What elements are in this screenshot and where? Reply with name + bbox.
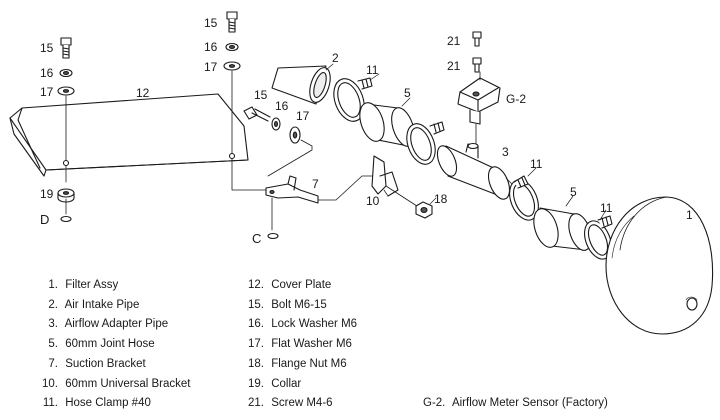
legend-item: 19. Collar: [246, 375, 357, 395]
hose-clamp-4: [584, 215, 613, 260]
leader-lines: [325, 63, 607, 221]
air-intake-pipe: [271, 65, 331, 105]
legend-item-text: Screw M4-6: [271, 397, 333, 410]
legend-item-text: Air Intake Pipe: [64, 298, 140, 311]
legend-item: 1. Filter Assy: [40, 276, 190, 296]
legend-item: 10. 60mm Universal Bracket: [40, 375, 190, 395]
legend-item-number: 21.: [248, 397, 264, 410]
parts-legend-column-3: G-2. Airflow Meter Sensor (Factory): [423, 394, 608, 414]
center-fastener-stack: [223, 11, 277, 191]
callout-2: 2: [332, 51, 339, 65]
legend-item-number: 11.: [42, 397, 58, 410]
legend-item-text: 60mm Joint Hose: [65, 338, 155, 351]
legend-item: 16. Lock Washer M6: [246, 315, 357, 335]
legend-item-text: Hose Clamp #40: [65, 397, 151, 410]
legend-item: 21. Screw M4-6: [246, 394, 357, 414]
callout-1: 1: [686, 208, 693, 222]
callout-7: 7: [312, 177, 319, 191]
callout-10: 10: [366, 194, 380, 208]
filter-assy: [605, 196, 714, 335]
legend-item-text: 60mm Universal Bracket: [65, 377, 191, 390]
callout-16-bracket: 16: [275, 99, 289, 113]
callout-labels: 15 16 17 19 D 12 15 16 17 15 16 17 2 11 …: [40, 16, 693, 246]
legend-item-text: Bolt M6-15: [271, 298, 327, 311]
legend-item-text: Airflow Meter Sensor (Factory): [451, 397, 608, 409]
callout-19: 19: [40, 187, 54, 201]
legend-item-number: 1.: [48, 279, 58, 291]
legend-item: 17. Flat Washer M6: [246, 335, 357, 355]
callout-11-second: 11: [530, 157, 543, 171]
legend-item: G-2. Airflow Meter Sensor (Factory): [423, 394, 608, 414]
callout-18: 18: [434, 192, 448, 206]
universal-bracket: [371, 155, 433, 219]
callout-15-center: 15: [204, 16, 218, 30]
legend-item-number: 12.: [248, 279, 264, 291]
callout-21-bottom: 21: [447, 59, 461, 73]
legend-item: 7. Suction Bracket: [40, 355, 190, 375]
legend-item-text: Lock Washer M6: [271, 318, 358, 331]
callout-C: C: [252, 231, 261, 246]
legend-item: 12. Cover Plate: [246, 276, 357, 296]
legend-item-text: Flange Nut M6: [271, 357, 347, 370]
callout-11-first: 11: [366, 63, 379, 77]
cover-plate: [9, 93, 249, 177]
suction-bracket: [265, 175, 381, 240]
legend-item-number: 5.: [48, 338, 58, 351]
airflow-adapter-pipe: [436, 142, 511, 200]
legend-item: 5. 60mm Joint Hose: [40, 335, 190, 355]
callout-G2: G-2: [506, 92, 526, 106]
callout-17-bracket: 17: [296, 109, 310, 123]
legend-item-number: 18.: [248, 357, 264, 370]
hose-clamp-2: [406, 121, 445, 165]
legend-item-number: 15.: [248, 298, 264, 311]
legend-item: 2. Air Intake Pipe: [40, 296, 190, 316]
bracket-fastener-stack: [243, 106, 313, 177]
callout-12: 12: [136, 86, 150, 100]
legend-item: 15. Bolt M6-15: [246, 296, 357, 316]
hose-clamp-1: [333, 77, 373, 122]
hose-clamp-3: [509, 175, 539, 221]
left-fastener-stack: [57, 37, 75, 223]
callout-17-center: 17: [204, 60, 218, 74]
callout-16-center: 16: [204, 40, 218, 54]
legend-item-text: Flat Washer M6: [271, 338, 352, 351]
legend-item-text: Suction Bracket: [65, 357, 146, 370]
legend-item-number: 16.: [248, 318, 264, 331]
legend-item-number: 2.: [48, 298, 58, 311]
legend-item-text: Cover Plate: [271, 279, 332, 291]
legend-item-number: 10.: [42, 377, 58, 390]
callout-D: D: [40, 212, 49, 227]
callout-3: 3: [502, 145, 509, 159]
callout-16-left: 16: [40, 66, 54, 80]
legend-item-text: Filter Assy: [65, 279, 119, 291]
callout-21-top: 21: [447, 34, 461, 48]
callout-5-second: 5: [570, 185, 577, 199]
callout-15-bracket: 15: [254, 88, 268, 102]
legend-item: 11. Hose Clamp #40: [40, 394, 190, 414]
legend-item-number: 7.: [48, 357, 58, 370]
legend-item: 3. Airflow Adapter Pipe: [40, 315, 190, 335]
legend-item: 18. Flange Nut M6: [246, 355, 357, 375]
callout-5-first: 5: [404, 86, 411, 100]
callout-17-left: 17: [40, 85, 54, 99]
legend-item-text: Collar: [271, 377, 302, 390]
legend-item-number: 3.: [48, 318, 58, 331]
airflow-meter-sensor: [457, 31, 501, 147]
callout-15-left: 15: [40, 41, 54, 55]
callout-11-third: 11: [600, 201, 613, 215]
legend-item-number: G-2.: [423, 397, 446, 409]
legend-item-number: 19.: [248, 377, 264, 390]
legend-item-text: Airflow Adapter Pipe: [64, 318, 169, 331]
legend-item-number: 17.: [248, 338, 264, 351]
